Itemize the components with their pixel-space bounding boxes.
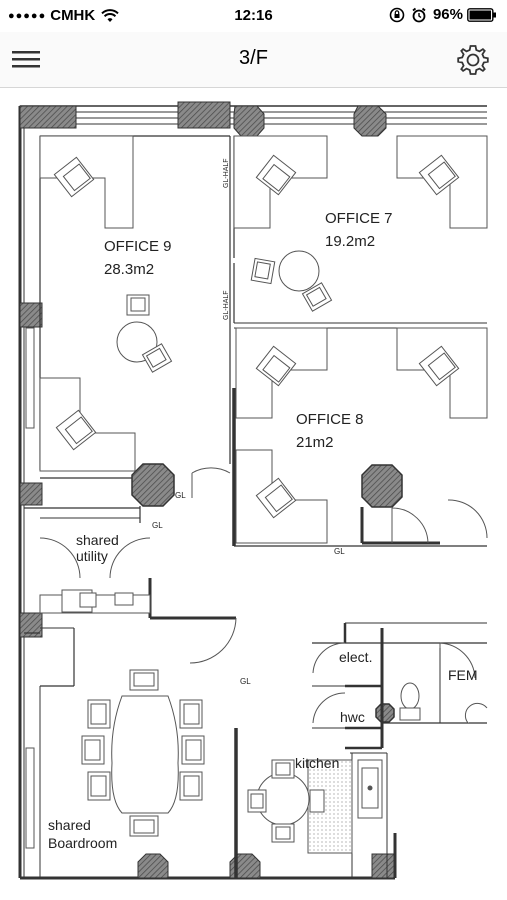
left-windows xyxy=(25,327,35,849)
room-labels: OFFICE 9 28.3m2 OFFICE 7 19.2m2 OFFICE 8… xyxy=(48,158,478,851)
battery-percent: 96% xyxy=(432,6,463,23)
boardroom-label-1: shared xyxy=(48,817,91,833)
bottom-columns xyxy=(137,853,395,879)
carrier-group: ●●●●● CMHK xyxy=(8,7,119,24)
page-title: 3/F xyxy=(239,47,268,69)
rotation-lock-icon xyxy=(389,7,405,22)
office9-name: OFFICE 9 xyxy=(104,238,172,255)
elect-label: elect. xyxy=(339,649,372,665)
office7-area: 19.2m2 xyxy=(325,233,375,250)
alarm-icon xyxy=(412,7,426,22)
carrier-label: CMHK xyxy=(50,7,96,24)
boardroom-furniture xyxy=(81,669,205,837)
gl-label-1: GL xyxy=(175,491,186,500)
clock: 12:16 xyxy=(234,7,273,24)
kitchen-furniture xyxy=(247,759,383,854)
office7-furniture xyxy=(233,135,488,312)
battery-icon xyxy=(467,7,496,22)
internal-walls xyxy=(24,135,487,878)
nav-bar: 3/F xyxy=(0,32,507,88)
office8-furniture xyxy=(235,327,488,544)
signal-icon: ●●●●● xyxy=(8,9,47,22)
hamburger-icon xyxy=(12,51,40,68)
toilet-fixture xyxy=(399,682,488,724)
gear-icon xyxy=(457,45,489,75)
gl-half-label-1: GL-HALF xyxy=(223,158,230,188)
settings-button[interactable] xyxy=(455,42,491,78)
interior-columns xyxy=(131,463,403,723)
top-columns xyxy=(19,101,387,638)
office7-name: OFFICE 7 xyxy=(325,210,393,227)
utility-fixture xyxy=(39,589,151,614)
utility-label-2: utility xyxy=(76,548,108,564)
office8-name: OFFICE 8 xyxy=(296,411,364,428)
office9-furniture xyxy=(39,135,173,472)
wifi-icon xyxy=(101,8,119,22)
boardroom-label-2: Boardroom xyxy=(48,835,117,851)
gl-half-label-2: GL-HALF xyxy=(223,290,230,320)
office9-area: 28.3m2 xyxy=(104,261,154,278)
utility-label-1: shared xyxy=(76,532,119,548)
status-right-group: 96% xyxy=(389,6,497,23)
gl-label-3: GL xyxy=(334,547,345,556)
menu-button[interactable] xyxy=(10,44,46,76)
status-bar: ●●●●● CMHK 12:16 96% xyxy=(0,0,507,32)
floor-plan[interactable]: OFFICE 9 28.3m2 OFFICE 7 19.2m2 OFFICE 8… xyxy=(0,88,507,900)
office8-area: 21m2 xyxy=(296,434,334,451)
hwc-label: hwc xyxy=(340,709,365,725)
gl-label-4: GL xyxy=(240,677,251,686)
floor-plan-svg: OFFICE 9 28.3m2 OFFICE 7 19.2m2 OFFICE 8… xyxy=(18,101,488,880)
gl-label-2: GL xyxy=(152,521,163,530)
female-label: FEM xyxy=(448,667,478,683)
door-swings xyxy=(39,467,488,724)
kitchen-label: kitchen xyxy=(295,755,339,771)
